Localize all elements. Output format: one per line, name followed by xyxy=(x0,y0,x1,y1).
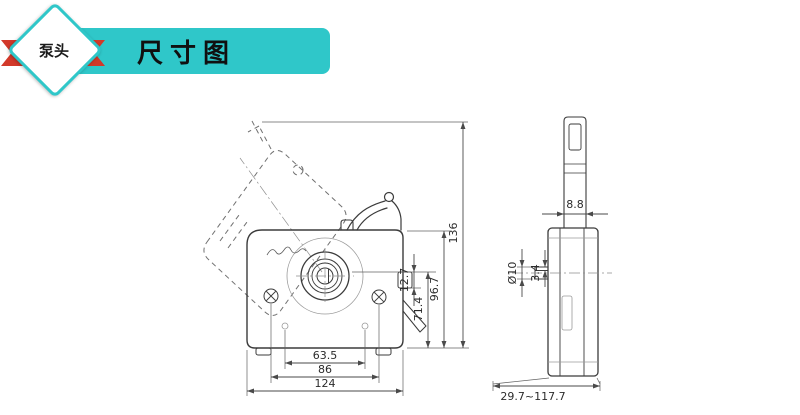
roller-track-circle xyxy=(286,237,364,315)
dim-shaft-diameter-label: Ø10 xyxy=(506,262,519,285)
dim-port-offset-label: 12.7 xyxy=(398,268,411,293)
dim-total-height-label: 136 xyxy=(447,223,460,244)
front-view-dimensions: 136 96.7 71.4 12.7 63.5 86 124 xyxy=(246,121,469,396)
brand-logo xyxy=(266,246,307,256)
side-body-outline xyxy=(547,227,599,377)
screw-left xyxy=(263,288,279,304)
side-view xyxy=(512,116,612,377)
bottom-hole-right xyxy=(361,322,369,330)
front-view xyxy=(203,120,427,356)
dim-body-height-label: 96.7 xyxy=(428,277,441,302)
dim-mount-width-label: 86 xyxy=(318,363,332,376)
dim-shaft-flat-label: 3.4 xyxy=(529,264,542,282)
clamp-lever xyxy=(340,191,402,231)
foot-left xyxy=(255,347,272,356)
badge-label: 泵头 xyxy=(38,42,69,60)
foot-right xyxy=(375,347,392,356)
front-view-open-position-dashed xyxy=(203,120,347,316)
dim-depth-range-label: 29.7~117.7 xyxy=(500,390,565,403)
dim-axis-height-label: 71.4 xyxy=(412,297,425,322)
side-body-detail xyxy=(561,295,573,331)
dim-inner-width-label: 63.5 xyxy=(313,349,338,362)
tube-outlet xyxy=(402,299,427,333)
dim-total-width-label: 124 xyxy=(315,377,336,390)
page-title: 尺寸图 xyxy=(136,38,236,69)
clamp-strip-detail xyxy=(568,123,582,151)
screw-right xyxy=(371,289,387,305)
pump-body-outline xyxy=(246,229,404,349)
dim-clamp-width-label: 8.8 xyxy=(566,198,584,211)
clamp-strip-outline xyxy=(563,116,587,229)
swing-centerline xyxy=(239,157,323,273)
bottom-hole-left xyxy=(281,322,289,330)
side-view-dimensions: 8.8 Ø10 3.4 29.7~117.7 xyxy=(492,198,608,403)
